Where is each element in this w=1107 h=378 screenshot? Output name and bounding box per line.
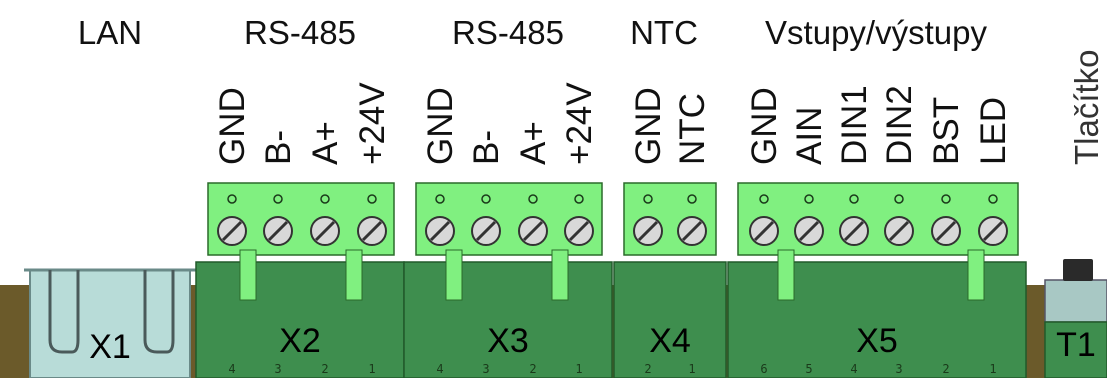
screw-terminal (978, 194, 1008, 246)
pin-number: 3 (482, 362, 489, 376)
screw-terminal (749, 194, 779, 246)
screw-terminal (931, 194, 961, 246)
pin-label: LED (974, 97, 1013, 165)
pin-number: 1 (575, 362, 582, 376)
pin-number: 1 (688, 362, 695, 376)
pin-label: BST (927, 97, 966, 165)
screw-terminal (310, 194, 340, 246)
terminal-block-x3: GND B- A+ +24V 4 3 2 1 X3 (403, 82, 613, 378)
pin-label: GND (213, 87, 252, 165)
screw-terminal (425, 194, 455, 246)
pin-number: 3 (274, 362, 281, 376)
screw-terminal (677, 194, 707, 246)
pin-number: 1 (368, 362, 375, 376)
screw-terminal (518, 194, 548, 246)
ethernet-jack-x1: X1 (24, 268, 196, 378)
pin-number: 1 (989, 362, 996, 376)
pin-label: B- (467, 130, 506, 165)
screw-terminal (633, 194, 663, 246)
header-rs485-x3: RS-485 (452, 14, 564, 51)
pin-number: 2 (321, 362, 328, 376)
pin-label: NTC (673, 93, 712, 165)
pin-label: +24V (353, 82, 392, 165)
pin-label: GND (421, 87, 460, 165)
terminal-block-x5: GND AIN DIN1 DIN2 BST LED 6 5 4 3 2 1 X5 (727, 85, 1027, 378)
pin-label: A+ (514, 121, 553, 165)
header-ntc: NTC (630, 14, 698, 51)
pin-number: 6 (760, 362, 767, 376)
pin-label: AIN (790, 107, 829, 165)
terminal-block-x2: GND B- A+ +24V 4 3 2 1 X2 (195, 82, 405, 378)
pin-label: B- (259, 130, 298, 165)
pin-number: 2 (529, 362, 536, 376)
pin-number: 5 (805, 362, 812, 376)
screw-terminal (357, 194, 387, 246)
screw-terminal (564, 194, 594, 246)
connector-label-x5: X5 (856, 322, 898, 360)
connector-label-x3: X3 (487, 322, 529, 360)
connector-label-t1: T1 (1056, 326, 1096, 364)
pin-label: A+ (306, 121, 345, 165)
pin-label: DIN2 (880, 85, 919, 165)
push-button-t1: T1 (1044, 259, 1107, 378)
pin-number: 4 (436, 362, 443, 376)
pin-label: +24V (560, 82, 599, 165)
screw-terminal (263, 194, 293, 246)
screw-terminal (794, 194, 824, 246)
header-rs485-x2: RS-485 (244, 14, 356, 51)
header-lan: LAN (78, 14, 142, 51)
screw-terminal (217, 194, 247, 246)
connector-label-x1: X1 (89, 328, 131, 366)
screw-terminal (884, 194, 914, 246)
button-cap (1063, 259, 1093, 281)
pin-number: 4 (228, 362, 235, 376)
pin-label: GND (629, 87, 668, 165)
connector-label-x2: X2 (279, 322, 321, 360)
header-inputs-outputs: Vstupy/výstupy (765, 14, 987, 51)
screw-terminal (471, 194, 501, 246)
screw-terminal (839, 194, 869, 246)
terminal-block-x4: GND NTC 2 1 X4 (613, 87, 727, 378)
pin-number: 2 (644, 362, 651, 376)
connector-label-x4: X4 (649, 322, 691, 360)
pin-number: 4 (850, 362, 857, 376)
pin-number: 2 (942, 362, 949, 376)
pin-label: GND (745, 87, 784, 165)
pin-number: 3 (895, 362, 902, 376)
pin-label: DIN1 (835, 85, 874, 165)
header-button: Tlačítko (1068, 49, 1105, 165)
